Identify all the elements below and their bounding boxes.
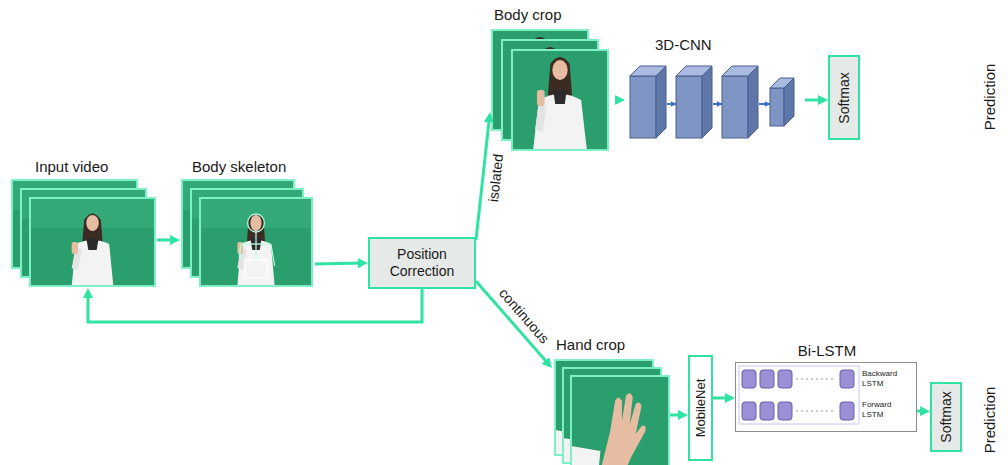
softmax-box: Softmax	[828, 55, 860, 140]
node-label: Body skeleton	[192, 158, 286, 176]
skeleton-frame-stack: Body skeleton	[180, 160, 315, 290]
skeleton-frames	[182, 180, 312, 286]
node-label: Softmax	[938, 391, 955, 442]
edge-label: isolated	[485, 151, 507, 205]
process-box: Position Correction	[368, 237, 476, 289]
cnn-layers	[630, 66, 794, 138]
flow-arrow	[157, 238, 175, 241]
node-label: Bi-LSTM	[736, 342, 918, 360]
flow-arrow	[713, 396, 730, 399]
node-label: Position Correction	[374, 246, 470, 280]
flow-arrow	[805, 99, 823, 102]
hand-crop-frames	[555, 360, 669, 465]
node-label: Softmax	[836, 72, 853, 123]
crop-frame-stack: Hand crop	[552, 338, 670, 465]
node-label: Input video	[35, 158, 108, 176]
cell-label: Backward LSTM	[862, 369, 914, 388]
cnn-arrows	[667, 103, 770, 105]
body-crop-frames	[492, 30, 608, 150]
lstm-box: Bi-LSTMBackward LSTMForward LSTM	[735, 362, 917, 432]
node-label: 3D-CNN	[655, 36, 712, 54]
video-frame-stack: Input video	[12, 160, 157, 288]
node-label: Hand crop	[556, 336, 625, 354]
node-label: MobileNet	[693, 379, 709, 438]
softmax-box: Softmax	[930, 382, 962, 452]
network-box: MobileNet	[688, 355, 713, 461]
flow-arrow	[615, 99, 620, 102]
node-label: Body crop	[494, 6, 562, 24]
crop-frame-stack: Body crop	[490, 10, 615, 152]
flow-arrow	[917, 410, 925, 413]
flow-arrow	[315, 262, 363, 266]
cell-label: Forward LSTM	[862, 400, 914, 419]
output-label: Prediction	[981, 64, 999, 131]
video-frames	[12, 180, 155, 286]
lstm-cells	[739, 366, 859, 424]
cnn-block: 3D-CNN	[625, 38, 805, 150]
edge-label: continuous	[494, 284, 554, 349]
output-label: Prediction	[981, 387, 999, 454]
flow-arrow	[88, 289, 422, 322]
flow-arrow	[670, 413, 683, 416]
